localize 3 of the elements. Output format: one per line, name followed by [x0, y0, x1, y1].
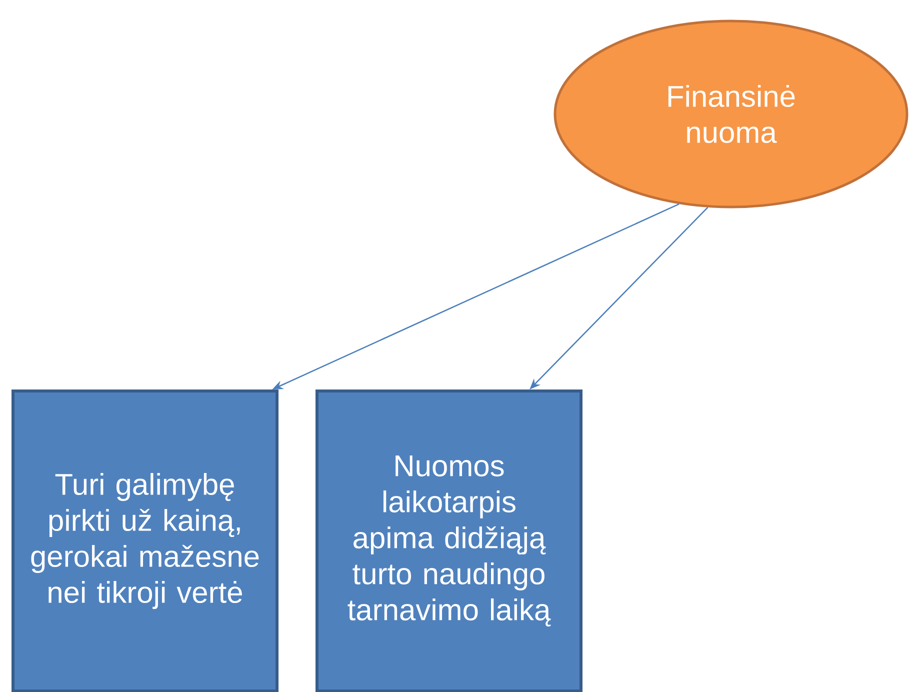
process-box: Turi galimybę pirkti už kainą, gerokai mažesne nei tikroji vertė [12, 390, 278, 692]
process-box: Nuomos laikotarpis apima didžiąją turto naudingo tarnavimo laiką [316, 390, 582, 692]
ellipse-node: Finansinė nuoma [554, 20, 908, 208]
